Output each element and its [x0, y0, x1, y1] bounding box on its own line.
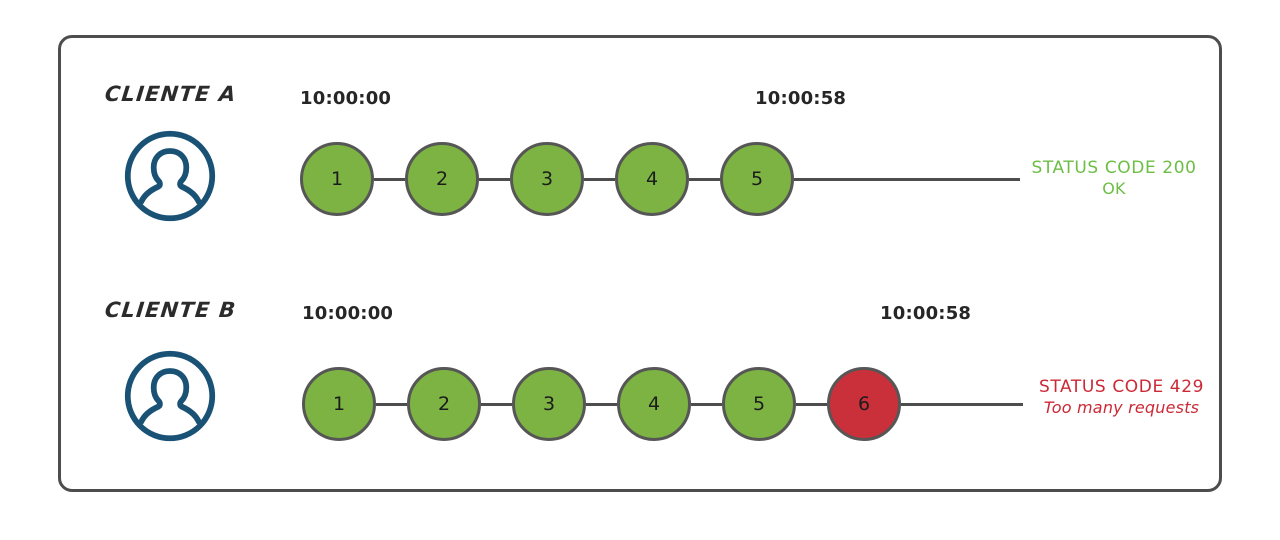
client-b-label: CLIENTE B — [103, 298, 238, 322]
row-b-status-badge: STATUS CODE 429 Too many requests — [1024, 377, 1219, 418]
connector-line — [586, 403, 617, 406]
request-node-number: 2 — [435, 167, 449, 190]
request-node-rejected[interactable]: 6 — [827, 367, 901, 441]
row-a-request-chain: 1 2 3 4 5 — [300, 140, 1030, 220]
request-node[interactable]: 5 — [722, 367, 796, 441]
tail-line — [794, 178, 1020, 181]
request-node-number: 3 — [542, 392, 556, 415]
request-node-number: 5 — [750, 167, 764, 190]
connector-line — [481, 403, 512, 406]
connector-line — [796, 403, 827, 406]
connector-line — [689, 178, 720, 181]
request-node[interactable]: 5 — [720, 142, 794, 216]
request-node-number: 2 — [437, 392, 451, 415]
request-node-number: 1 — [330, 167, 344, 190]
request-node[interactable]: 2 — [407, 367, 481, 441]
request-node[interactable]: 2 — [405, 142, 479, 216]
request-node[interactable]: 1 — [300, 142, 374, 216]
status-sub-text: Too many requests — [1043, 398, 1200, 418]
row-a-status-badge: STATUS CODE 200 OK — [1024, 158, 1204, 199]
person-icon — [122, 348, 218, 444]
connector-line — [479, 178, 510, 181]
request-node-number: 1 — [332, 392, 346, 415]
row-a-start-time: 10:00:00 — [300, 88, 392, 109]
tail-line — [901, 403, 1023, 406]
status-code-text: STATUS CODE 429 — [1038, 377, 1205, 397]
connector-line — [691, 403, 722, 406]
row-b-request-chain: 1 2 3 4 5 6 — [302, 365, 1032, 445]
person-icon — [122, 128, 218, 224]
client-a-label: CLIENTE A — [103, 82, 238, 106]
row-b-end-time: 10:00:58 — [880, 303, 972, 324]
request-node-number: 3 — [540, 167, 554, 190]
request-node-number: 4 — [645, 167, 659, 190]
request-node-number: 6 — [857, 392, 871, 415]
request-node-number: 4 — [647, 392, 661, 415]
request-node[interactable]: 4 — [615, 142, 689, 216]
request-node[interactable]: 3 — [512, 367, 586, 441]
request-node[interactable]: 3 — [510, 142, 584, 216]
status-sub-text: OK — [1102, 179, 1126, 199]
row-a-end-time: 10:00:58 — [755, 88, 847, 109]
request-node-number: 5 — [752, 392, 766, 415]
request-node[interactable]: 1 — [302, 367, 376, 441]
connector-line — [584, 178, 615, 181]
connector-line — [374, 178, 405, 181]
connector-line — [376, 403, 407, 406]
row-b-start-time: 10:00:00 — [302, 303, 394, 324]
request-node[interactable]: 4 — [617, 367, 691, 441]
status-code-text: STATUS CODE 200 — [1031, 158, 1197, 178]
